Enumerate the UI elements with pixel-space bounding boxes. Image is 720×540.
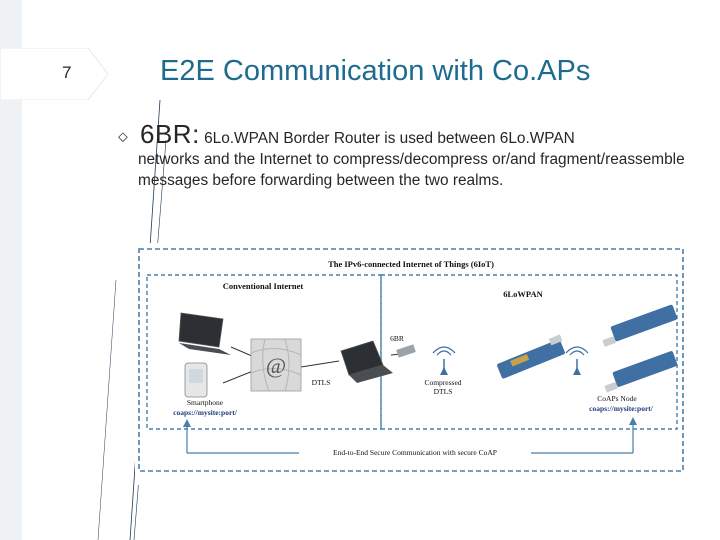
compressed-label-1: Compressed — [424, 378, 461, 387]
e2e-label: End-to-End Secure Communication with sec… — [333, 448, 497, 457]
node-label: CoAPs Node — [597, 394, 637, 403]
bullet-paragraph: ⬦6BR: 6Lo.WPAN Border Router is used bet… — [118, 124, 688, 191]
e2e-diagram: The IPv6-connected Internet of Things (6… — [135, 243, 687, 485]
smartphone-icon — [185, 363, 207, 397]
lowpan-label: 6LoWPAN — [503, 289, 543, 299]
dtls-label: DTLS — [312, 378, 331, 387]
bullet-arrow-icon: ⬦ — [118, 126, 140, 147]
slide-title: E2E Communication with Co.APs — [160, 55, 590, 88]
bullet-text-rest: networks and the Internet to compress/de… — [118, 149, 688, 191]
svg-text:@: @ — [266, 353, 286, 378]
slide-number: 7 — [62, 63, 71, 83]
smartphone-uri: coaps://mysite:port/ — [173, 408, 238, 417]
node-uri: coaps://mysite:port/ — [589, 404, 654, 413]
smartphone-label: Smartphone — [187, 398, 224, 407]
internet-globe-icon: @ — [251, 339, 301, 391]
compressed-label-2: DTLS — [434, 387, 453, 396]
slide-number-tab — [0, 48, 108, 100]
bullet-text-first: 6Lo.WPAN Border Router is used between 6… — [200, 130, 575, 147]
bullet-lead: 6BR: — [140, 119, 200, 149]
internet-label: Conventional Internet — [223, 281, 304, 291]
figure-title: The IPv6-connected Internet of Things (6… — [328, 259, 494, 269]
br-label: 6BR — [390, 334, 404, 343]
